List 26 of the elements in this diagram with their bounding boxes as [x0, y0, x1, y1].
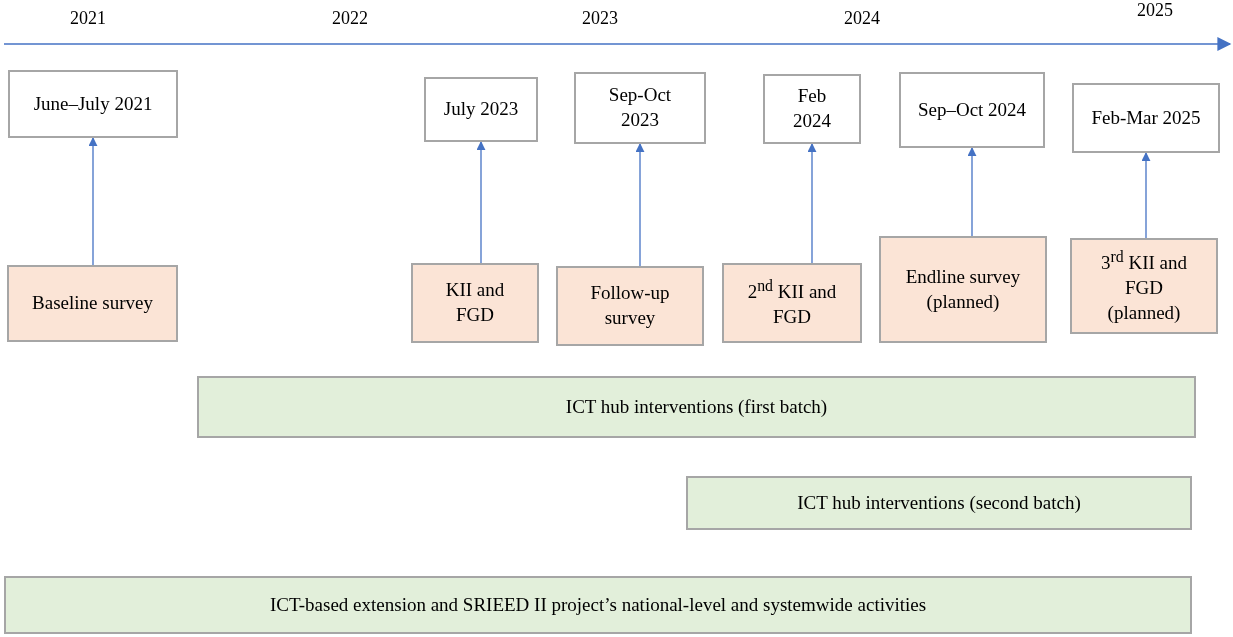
year-label: 2021	[70, 8, 106, 29]
arrow	[967, 147, 977, 237]
year-label: 2022	[332, 8, 368, 29]
date-box: Sep-Oct 2023	[574, 72, 706, 144]
arrow	[476, 141, 486, 264]
arrow	[1141, 152, 1151, 239]
activity-box: Endline survey (planned)	[879, 236, 1047, 343]
date-box: July 2023	[424, 77, 538, 142]
year-label: 2024	[844, 8, 880, 29]
date-box: June–July 2021	[8, 70, 178, 138]
arrow	[88, 137, 98, 266]
date-box: Sep–Oct 2024	[899, 72, 1045, 148]
activity-box: KII and FGD	[411, 263, 539, 343]
date-box: Feb 2024	[763, 74, 861, 144]
year-label: 2023	[582, 8, 618, 29]
activity-box: 2$^{nd}$ KII and FGD	[722, 263, 862, 343]
activity-bar: ICT-based extension and SRIEED II project’s national-level and systemwide activities	[4, 576, 1192, 634]
arrow	[635, 143, 645, 267]
activity-box: 3$^{rd}$ KII and FGD (planned)	[1070, 238, 1218, 334]
activity-box: Follow-up survey	[556, 266, 704, 346]
year-label: 2025	[1137, 0, 1173, 21]
date-box: Feb-Mar 2025	[1072, 83, 1220, 153]
activity-bar: ICT hub interventions (second batch)	[686, 476, 1192, 530]
arrow	[807, 143, 817, 264]
activity-box: Baseline survey	[7, 265, 178, 342]
activity-bar: ICT hub interventions (first batch)	[197, 376, 1196, 438]
